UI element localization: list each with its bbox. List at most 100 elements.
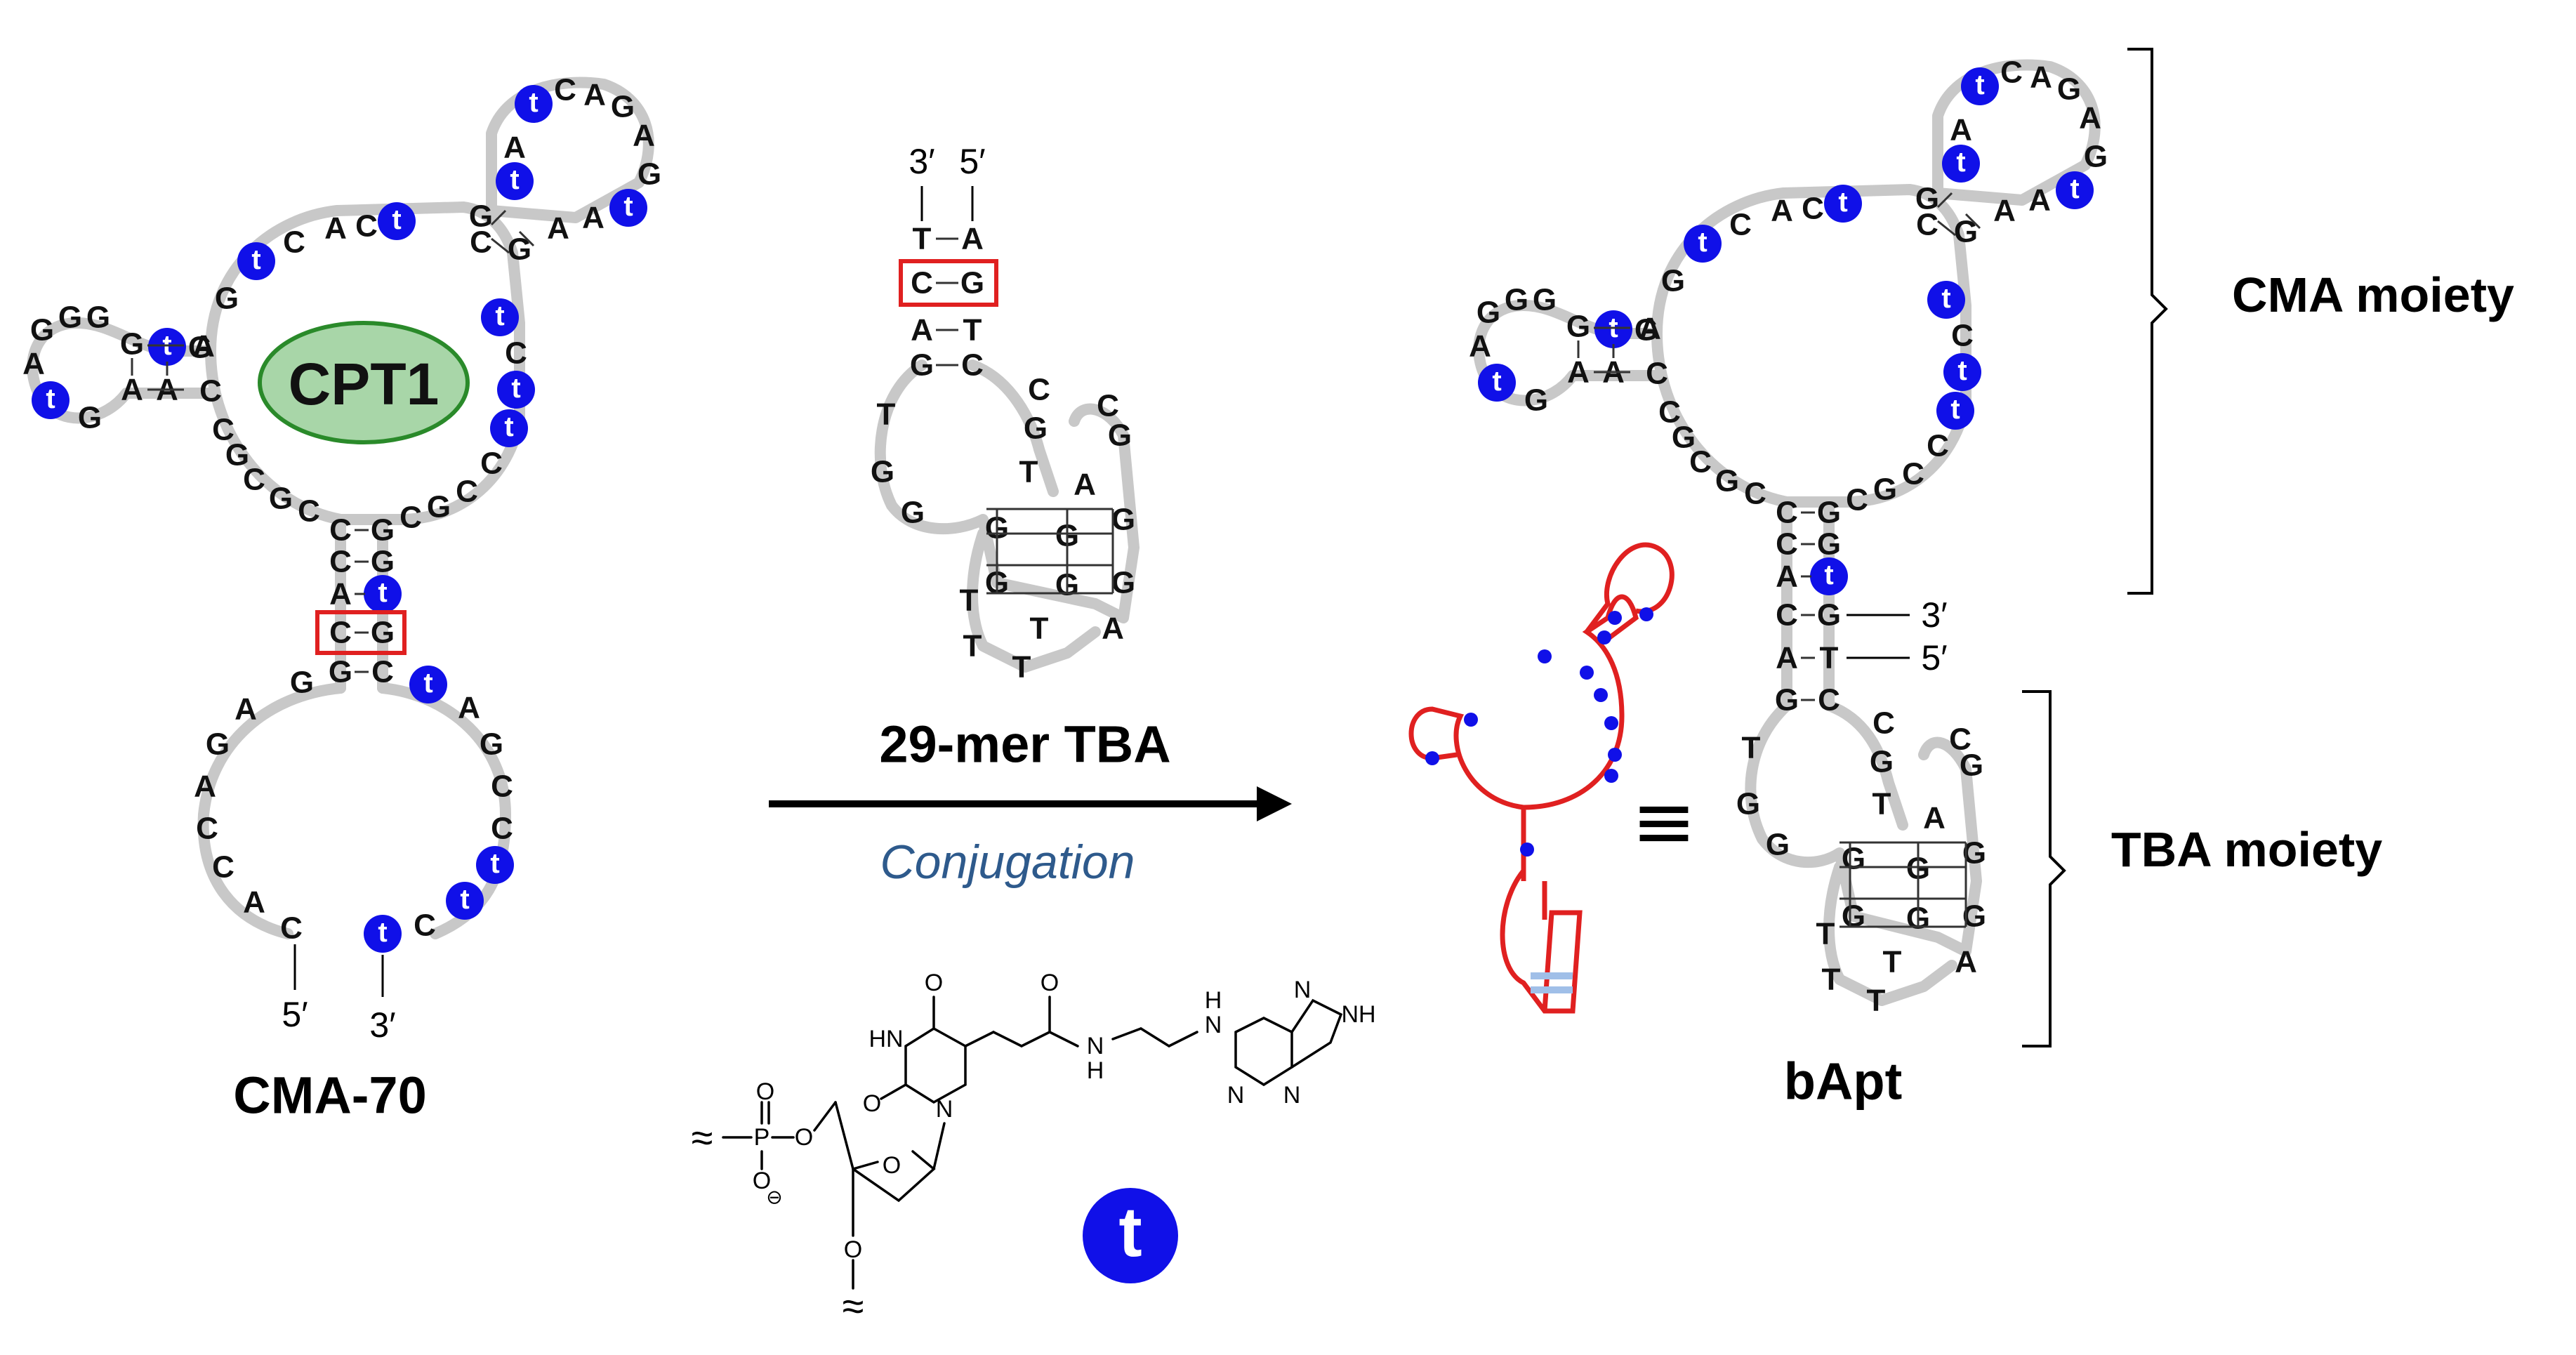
cma-nt: A [192, 329, 215, 364]
bapt-backbone-tba [1745, 700, 1982, 1006]
bapt-nt: T [1822, 963, 1841, 997]
bapt-nt: A [1955, 945, 1977, 979]
cma-nt: G [30, 313, 54, 348]
chem-o: O [1041, 970, 1059, 996]
bapt-nt: T [1816, 917, 1835, 951]
bapt-nt: C [1776, 527, 1798, 562]
cma-nt: A [235, 692, 257, 727]
bapt-nt: G [1842, 842, 1865, 876]
cma-nt: A [458, 691, 480, 725]
modified-nt-t: t [1975, 70, 1984, 100]
cma-nt: C [329, 616, 352, 650]
cma70-structure: CPT1 C A G A G t t A A A t G G C t C A C… [22, 73, 661, 1125]
bapt-nt: G [1672, 421, 1696, 455]
cma-nt: G [508, 232, 531, 267]
modified-nt-t: t [251, 244, 260, 275]
modified-nt-t: t [1956, 147, 1965, 178]
bapt-nt: G [1736, 787, 1760, 821]
tba-nt: G [910, 348, 934, 383]
bapt-backbone-stem [1781, 496, 1835, 711]
tba-nt: C [961, 348, 984, 383]
chem-n: N [1087, 1033, 1104, 1059]
bapt-label: bApt [1784, 1052, 1903, 1111]
cma-nt: G [638, 157, 661, 192]
bapt-nt: A [1567, 355, 1590, 390]
cma-nt: A [22, 347, 45, 381]
cma-nt: C [491, 812, 513, 846]
bapt-nt: A [1776, 560, 1798, 594]
bapt-nt: G [1524, 383, 1548, 418]
tba-nt: G [871, 455, 894, 489]
bapt-nt: G [1766, 828, 1790, 862]
bapt-nt: C [1949, 722, 1971, 757]
tba-five-prime: 5′ [959, 142, 985, 181]
chem-n: N [1205, 1012, 1222, 1038]
cma-nt: G [188, 331, 212, 365]
cma-nt: A [633, 119, 655, 153]
base-pair-bond [355, 529, 369, 673]
bapt-nt: C [1646, 357, 1668, 391]
cma-moiety-label: CMA moiety [2232, 267, 2514, 322]
bapt-nt: G [1873, 472, 1897, 507]
cma-nt: C [243, 463, 265, 497]
cma70-label: CMA-70 [233, 1066, 426, 1125]
chem-o: O [925, 970, 943, 996]
bapt-nt: G [1817, 527, 1841, 562]
cma-nt: G [120, 327, 144, 362]
tba-nt: A [961, 222, 984, 256]
bapt-five-prime: 5′ [1921, 638, 1947, 678]
bapt-nt: G [1960, 748, 1983, 783]
cma-nt: G [480, 727, 503, 762]
schematic-outline [1408, 542, 1675, 1014]
cma-nt: C [298, 494, 320, 529]
modified-nt-t: t [2070, 173, 2079, 204]
bapt-nt: G [1505, 283, 1528, 317]
modified-nt-t: t [504, 411, 513, 442]
bapt-nt: G [1954, 215, 1978, 249]
base-pair-bond [936, 237, 958, 366]
chem-nh: NH [1341, 1001, 1375, 1028]
bapt-nt: C [1658, 395, 1681, 430]
three-prime-label: 3′ [369, 1005, 395, 1045]
modified-nt-t: t [378, 577, 387, 608]
tba-nt: G [901, 496, 925, 530]
cma-nt: A [503, 131, 526, 165]
cma-nt: G [225, 438, 249, 472]
bapt-nt: T [1742, 731, 1761, 765]
bapt-nt: G [2084, 140, 2108, 174]
chem-n: N [1294, 977, 1312, 1003]
g-quartet-lines [986, 508, 1114, 595]
cma-nt: C [371, 655, 394, 689]
bapt-nt: C [1729, 208, 1752, 242]
cma-nt: C [399, 501, 422, 535]
bapt-nt: C [1846, 483, 1868, 517]
tba-nt: T [963, 629, 982, 663]
tba-nt: A [911, 313, 933, 348]
tba-nt: G [1108, 418, 1132, 453]
cma-nt: G [58, 300, 82, 335]
chem-n: N [1227, 1082, 1245, 1109]
bapt-nt: G [1870, 745, 1894, 779]
tba-label: 29-mer TBA [879, 715, 1170, 774]
cma-nt: C [280, 911, 303, 946]
cma-nt: G [290, 666, 314, 700]
tba-nt: C [1028, 373, 1050, 407]
cma-nt: C [199, 374, 222, 409]
cma-nt: A [583, 78, 606, 112]
modified-nt-t: t [423, 668, 432, 699]
modified-nt-t: t [1838, 187, 1847, 218]
bapt-nt: G [1566, 310, 1590, 344]
bapt-nt: C [1818, 683, 1840, 718]
base-pair-bond [490, 209, 535, 254]
bapt-nt: T [1820, 641, 1839, 675]
chem-minus: ⊖ [766, 1187, 782, 1208]
cma-nt: G [371, 616, 395, 650]
cma-nt: C [329, 513, 352, 548]
bapt-schematic [1408, 542, 1675, 1014]
cma-nt: G [206, 727, 230, 762]
cma-nt: C [212, 850, 235, 885]
cma-nt: G [329, 655, 352, 689]
tba-nt: A [1074, 468, 1096, 502]
chem-o: O [756, 1078, 774, 1105]
